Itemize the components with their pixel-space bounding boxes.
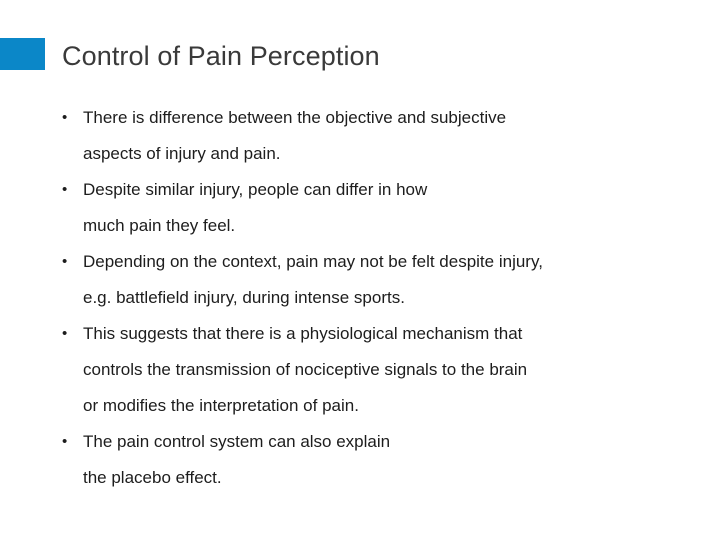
bullet-line-continuation: much pain they feel.: [56, 208, 704, 244]
bullet-text: controls the transmission of nociceptive…: [83, 360, 528, 379]
list-item: • There is difference between the objecti…: [56, 100, 704, 172]
bullet-dot-icon: •: [62, 325, 68, 342]
bullet-dot-icon: •: [62, 253, 68, 270]
bullet-text: e.g. battlefield injury, during intense …: [83, 288, 405, 307]
list-item: • Despite similar injury, people can diff…: [56, 172, 704, 244]
bullet-text: the placebo effect.: [83, 468, 222, 487]
bullet-line-continuation: aspects of injury and pain.: [56, 136, 704, 172]
list-item: • Depending on the context, pain may not …: [56, 244, 704, 316]
list-item: • This suggests that there is a physiolog…: [56, 316, 704, 424]
bullet-text: The pain control system can also explain: [83, 432, 391, 451]
bullet-list: • There is difference between the objecti…: [56, 100, 704, 496]
bullet-dot-icon: •: [62, 181, 68, 198]
bullet-text: Depending on the context, pain may not b…: [83, 252, 543, 271]
bullet-line-continuation: controls the transmission of nociceptive…: [56, 352, 704, 388]
bullet-text: There is difference between the objectiv…: [83, 108, 507, 127]
bullet-line-first: • There is difference between the objecti…: [56, 100, 704, 136]
bullet-line-continuation: e.g. battlefield injury, during intense …: [56, 280, 704, 316]
bullet-line-first: • Despite similar injury, people can diff…: [56, 172, 704, 208]
bullet-line-first: • The pain control system can also explai…: [56, 424, 704, 460]
title-accent-bar: [0, 38, 45, 70]
bullet-line-continuation: or modifies the interpretation of pain.: [56, 388, 704, 424]
bullet-text: Despite similar injury, people can diffe…: [83, 180, 428, 199]
bullet-text: This suggests that there is a physiologi…: [83, 324, 523, 343]
bullet-text: aspects of injury and pain.: [83, 144, 281, 163]
bullet-line-first: • Depending on the context, pain may not …: [56, 244, 704, 280]
page-title: Control of Pain Perception: [62, 41, 380, 71]
bullet-text: much pain they feel.: [83, 216, 236, 235]
bullet-line-first: • This suggests that there is a physiolog…: [56, 316, 704, 352]
bullet-text: or modifies the interpretation of pain.: [83, 396, 359, 415]
bullet-dot-icon: •: [62, 433, 68, 450]
list-item: • The pain control system can also explai…: [56, 424, 704, 496]
bullet-dot-icon: •: [62, 109, 68, 126]
bullet-line-continuation: the placebo effect.: [56, 460, 704, 496]
